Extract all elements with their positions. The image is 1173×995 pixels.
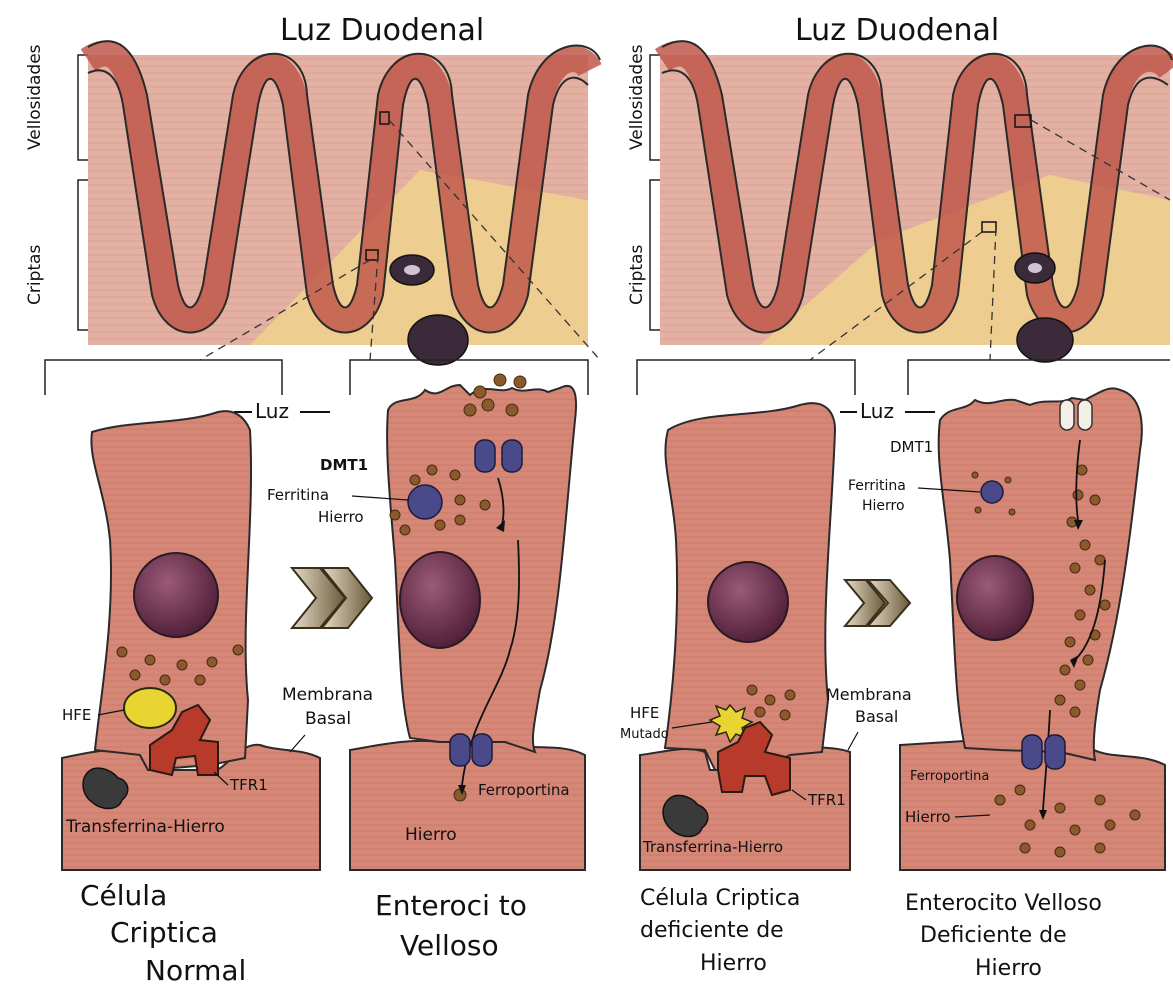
svg-text:Vellosidades: Vellosidades: [25, 44, 45, 150]
caption-crypt-cell-line1: Célula: [80, 879, 167, 912]
ferritin: [408, 485, 442, 519]
hfe-protein: [124, 688, 176, 728]
blood-cell: [408, 315, 468, 365]
lumen-label: Luz: [860, 399, 894, 423]
transition-arrow: [845, 580, 910, 626]
nucleus: [134, 553, 218, 637]
side-label-villi: Vellosidades: [627, 44, 647, 150]
caption-crypt-cell-line2: deficiente de: [640, 918, 784, 943]
caption-villus-cell-line2: Deficiente de: [920, 923, 1067, 948]
ferritin: [981, 481, 1003, 503]
caption-crypt-cell-line3: Hierro: [700, 951, 767, 976]
label-transferrin: Transferrina-Hierro: [65, 817, 225, 837]
label-basal: Basal: [305, 709, 351, 729]
label-ferroportin: Ferroportina: [910, 769, 989, 784]
label-hfe: HFE: [62, 706, 91, 724]
caption-villus-cell-line1: Enterocito Velloso: [905, 891, 1102, 916]
label-tfr1: TFR1: [807, 791, 846, 809]
transition-arrow: [292, 568, 372, 628]
svg-text:Criptas: Criptas: [627, 245, 647, 305]
label-iron: Hierro: [405, 825, 457, 845]
label-transferrin: Transferrina-Hierro: [642, 838, 783, 856]
caption-villus-cell-line2: Velloso: [400, 929, 499, 962]
svg-text:Criptas: Criptas: [25, 245, 45, 305]
nucleus: [957, 556, 1033, 640]
label-hfe: HFE: [630, 704, 659, 722]
side-label-crypts: Criptas: [627, 245, 647, 305]
lumen-label: Luz: [255, 399, 289, 423]
panel-title: Luz Duodenal: [280, 13, 484, 48]
label-membrane: Membrana: [282, 685, 373, 705]
label-ferritin-iron: Hierro: [862, 498, 905, 514]
label-dmt1: DMT1: [320, 456, 368, 474]
panel-iron-deficient: Luz Duodenal Vellosidades Criptas Luz: [620, 13, 1172, 981]
label-dmt1: DMT1: [890, 438, 933, 456]
label-tfr1: TFR1: [229, 776, 268, 794]
caption-crypt-cell-line1: Célula Criptica: [640, 886, 800, 911]
zoom-bracket: [45, 360, 282, 395]
label-membrane: Membrana: [826, 685, 912, 704]
side-label-crypts: Criptas: [25, 245, 45, 305]
label-basal: Basal: [855, 707, 898, 726]
svg-text:Vellosidades: Vellosidades: [627, 44, 647, 150]
zoom-bracket: [637, 360, 855, 395]
blood-cell: [1017, 318, 1073, 362]
nucleus: [400, 552, 480, 648]
label-ferritin: Ferritina: [848, 478, 906, 494]
panel-title: Luz Duodenal: [795, 13, 999, 48]
label-hfe-mutated: Mutado: [620, 727, 669, 742]
nucleus: [708, 562, 788, 642]
label-ferroportin: Ferroportina: [478, 781, 570, 799]
caption-villus-cell-line1: Enteroci to: [375, 889, 527, 922]
label-iron: Hierro: [905, 808, 951, 826]
panel-normal: Luz Duodenal Vellosidades Criptas Luz: [25, 13, 600, 987]
caption-crypt-cell-line3: Normal: [145, 954, 246, 987]
caption-villus-cell-line3: Hierro: [975, 956, 1042, 981]
side-label-villi: Vellosidades: [25, 44, 45, 150]
label-ferritin: Ferritina: [267, 486, 329, 504]
side-bracket: [650, 55, 660, 330]
side-bracket: [78, 55, 88, 330]
caption-crypt-cell-line2: Criptica: [110, 916, 218, 949]
label-ferritin-iron: Hierro: [318, 508, 364, 526]
